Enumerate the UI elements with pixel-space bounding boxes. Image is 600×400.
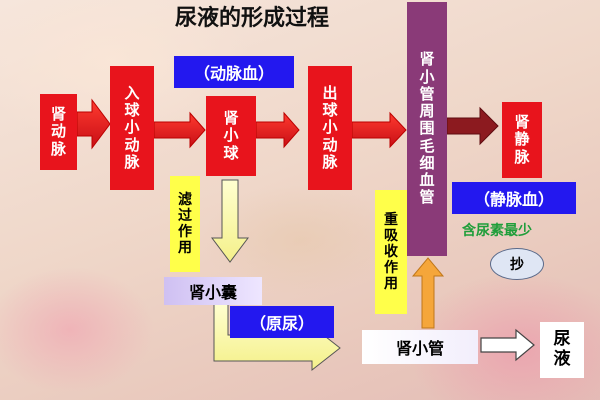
least-urea-text: 含尿素最少: [462, 223, 532, 239]
arrow-tubule-to-urine: [480, 328, 535, 362]
glomerulus-box: 肾 小 球: [206, 96, 256, 176]
peritubular-capillary-box: 肾 小 管 周 围 毛 细 血 管: [407, 2, 447, 256]
arrow-filtration-down: [211, 179, 249, 263]
bowman-capsule-box: 肾小囊: [164, 277, 262, 305]
arterial-blood-label: （动脉血）: [174, 56, 294, 88]
copy-badge[interactable]: 抄: [490, 248, 544, 280]
renal-vein-box: 肾 静 脉: [502, 102, 542, 178]
filtration-label: 滤 过 作 用: [170, 176, 200, 272]
renal-tubule-box: 肾小管: [362, 330, 478, 364]
arrow-glomerulus-to-efferent: [255, 111, 300, 149]
arrow-reabsorption-up: [411, 257, 445, 329]
efferent-arteriole-box: 出 球 小 动 脉: [308, 66, 352, 190]
afferent-arteriole-box: 入 球 小 动 脉: [110, 66, 154, 190]
urine-box: 尿 液: [540, 322, 584, 378]
page-title: 尿液的形成过程: [175, 6, 330, 31]
arrow-efferent-to-capillary: [351, 111, 407, 149]
arrow-artery-to-afferent: [76, 98, 111, 150]
arrow-afferent-to-glomerulus: [153, 111, 206, 149]
primary-urine-label: （原尿）: [230, 306, 334, 338]
arrow-capillary-to-vein: [446, 106, 499, 146]
venous-blood-label: （静脉血）: [452, 182, 576, 214]
reabsorption-label: 重 吸 收 作 用: [375, 190, 407, 314]
renal-artery-box: 肾 动 脉: [40, 94, 77, 170]
